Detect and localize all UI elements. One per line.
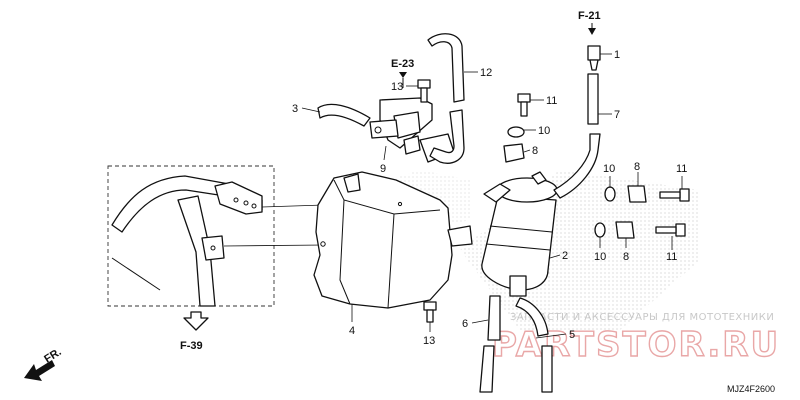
grommet-8-right-bottom	[615, 221, 635, 239]
callout-11-upper[interactable]: 11	[546, 95, 557, 107]
collar-10-right-bottom	[594, 222, 606, 238]
hose-6	[479, 295, 501, 393]
grommet-8-upper	[503, 143, 525, 163]
ref-f39-group: F-39	[180, 311, 209, 352]
callout-7[interactable]: 7	[614, 109, 620, 121]
callout-10-right-bottom[interactable]: 10	[594, 251, 606, 263]
hose-7	[553, 73, 601, 199]
ref-f21[interactable]: F-21	[578, 10, 601, 22]
hose-12	[427, 33, 465, 164]
leader-lines	[301, 53, 683, 339]
callout-1[interactable]: 1	[614, 49, 620, 61]
hose-5	[515, 297, 553, 393]
callout-11-right-top[interactable]: 11	[676, 163, 687, 175]
bolt-11-right-top	[659, 188, 690, 202]
ref-e23-group: E-23	[391, 58, 414, 88]
hose-3	[317, 103, 371, 127]
front-label: FR.	[42, 346, 63, 366]
callout-10-right-top[interactable]: 10	[603, 163, 615, 175]
watermark-tagline: ЗАПЧАСТИ И АКСЕССУАРЫ ДЛЯ МОТОТЕХНИКИ	[510, 312, 774, 323]
ref-f39[interactable]: F-39	[180, 340, 203, 352]
bolt-13-upper	[417, 79, 431, 103]
ref-e23[interactable]: E-23	[391, 58, 414, 70]
callout-13-lower[interactable]: 13	[423, 335, 435, 347]
bolt-11-right-bottom	[655, 223, 686, 237]
bolt-13-lower	[423, 301, 437, 323]
callout-labels: 1 2 3 4 5 6 7 8 8 8 9 10 10 10 11 11 11 …	[292, 49, 687, 347]
collar-10-upper	[507, 126, 525, 138]
callout-6[interactable]: 6	[462, 318, 468, 330]
watermark-logo: PARTSTOR.RU	[492, 325, 780, 365]
callout-11-right-bottom[interactable]: 11	[666, 251, 677, 263]
callout-8-right-bottom[interactable]: 8	[623, 251, 629, 263]
diagram-code: MJZ4F2600	[727, 384, 775, 394]
callout-8-right-top[interactable]: 8	[634, 161, 640, 173]
canister-cover	[313, 171, 473, 309]
frame-detail	[107, 165, 325, 307]
ref-f21-group: F-21	[578, 10, 601, 35]
callout-8-upper[interactable]: 8	[532, 145, 538, 157]
grommet-8-right-top	[627, 185, 647, 203]
canister	[481, 171, 558, 297]
callout-4[interactable]: 4	[349, 325, 355, 337]
valve	[369, 97, 455, 163]
fitting-1	[587, 45, 601, 71]
callout-9[interactable]: 9	[380, 163, 386, 175]
callout-3[interactable]: 3	[292, 103, 298, 115]
callout-10-upper[interactable]: 10	[538, 125, 550, 137]
callout-12[interactable]: 12	[480, 67, 492, 79]
bolt-11-upper	[517, 93, 531, 117]
callout-2[interactable]: 2	[562, 250, 568, 262]
collar-10-right-top	[604, 186, 616, 202]
callout-5[interactable]: 5	[569, 329, 575, 341]
callout-13-upper[interactable]: 13	[391, 81, 403, 93]
front-direction: FR.	[24, 346, 64, 381]
